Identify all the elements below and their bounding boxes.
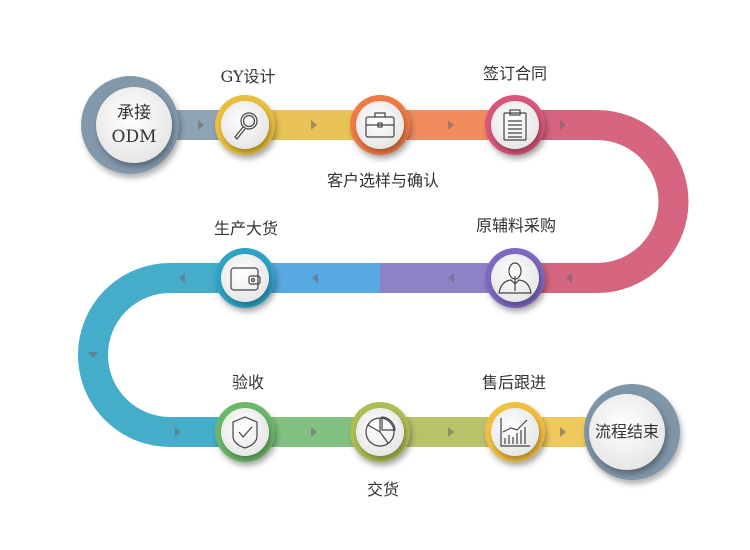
step-node-8 [485, 402, 545, 462]
step-node-2 [350, 95, 410, 155]
start-node-label: 承接 ODM [112, 101, 157, 149]
step-label-gy-design: GY设计 [220, 67, 276, 86]
flow-arrows [88, 120, 572, 437]
start-node [81, 76, 179, 174]
step-label-mass-production: 生产大货 [213, 219, 279, 238]
bar-chart-icon [500, 418, 530, 447]
shield-check-icon [232, 416, 258, 449]
step-label-after-sales: 售后跟进 [481, 373, 547, 392]
step-label-material-purchase: 原辅料采购 [475, 216, 557, 235]
step-node-3 [485, 95, 545, 155]
step-label-sample-confirm: 客户选样与确认 [326, 171, 440, 190]
wallet-icon [230, 267, 261, 291]
briefcase-icon [365, 112, 395, 138]
step-label-inspection: 验收 [231, 373, 265, 392]
person-icon [498, 262, 532, 294]
magnifier-icon [234, 112, 258, 140]
end-node-label: 流程结束 [594, 422, 660, 441]
start-label-line2: ODM [111, 127, 157, 147]
step-node-7 [350, 402, 410, 462]
clipboard-icon [503, 109, 527, 141]
end-node [584, 384, 680, 480]
step-node-5 [215, 248, 275, 308]
step-node-6 [215, 402, 275, 462]
pie-chart-icon [365, 416, 396, 447]
start-label-line1: 承接 [116, 103, 151, 123]
step-node-4 [485, 248, 545, 308]
step-node-1 [215, 95, 275, 155]
step-label-delivery: 交货 [366, 480, 400, 499]
step-label-sign-contract: 签订合同 [482, 64, 548, 83]
